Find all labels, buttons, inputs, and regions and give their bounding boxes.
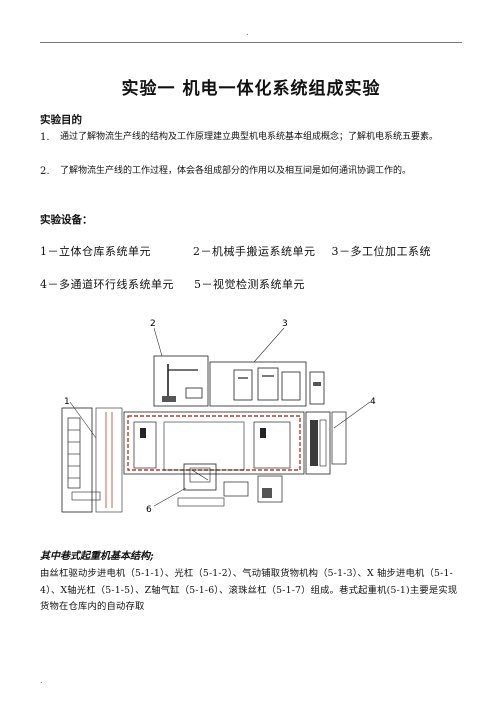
purpose-item-1-text: 通过了解物流生产线的结构及工作原理建立典型机电系统基本组成概念；了解机电系统五要…: [60, 132, 439, 142]
equipment-unit-1: 1－立体仓库系统单元: [40, 245, 151, 258]
diagram-leader-2: [153, 327, 163, 357]
machining-unit: [209, 361, 325, 407]
purpose-item-1: 1. 通过了解物流生产线的结构及工作原理建立典型机电系统基本组成概念；了解机电系…: [40, 130, 460, 145]
purpose-item-2: 2. 了解物流生产线的工作过程，体会各组成部分的作用以及相互间是如何通讯协调工作…: [40, 164, 460, 179]
equipment-line-2: 4－多通道环行线系统单元 5－视觉检测系统单元: [40, 276, 460, 292]
diagram-label-2: 2: [150, 319, 156, 329]
diagram-label-6: 6: [146, 505, 152, 515]
equipment-unit-4: 4－多通道环行线系统单元: [40, 278, 174, 291]
diagram-leader-6: [153, 487, 187, 507]
diagram-label-3: 3: [282, 319, 288, 329]
diagram-label-4: 4: [370, 397, 376, 407]
vision-inspection-unit: [177, 463, 283, 507]
equipment-line-1: 1－立体仓库系统单元 2－机械手搬运系统单元 3－多工位加工系统: [40, 243, 460, 259]
conveyor-loop: [123, 411, 347, 475]
logistics-line-diagram: 2 3 1 4 6: [61, 319, 376, 515]
purpose-item-1-number: 1.: [40, 132, 50, 143]
equipment-unit-2: 2－机械手搬运系统单元: [193, 245, 316, 258]
robot-handling-unit: [153, 355, 209, 407]
purpose-item-2-text: 了解物流生产线的工作过程，体会各组成部分的作用以及相互间是如何通讯协调工作的。: [60, 166, 412, 176]
header-rule: [40, 42, 462, 43]
structure-text: 由丝杠驱动步进电机（5-1-1）、光杠（5-1-2）、气动铺取货物机构（5-1-…: [40, 568, 458, 612]
equipment-unit-3: 3－多工位加工系统: [331, 245, 431, 258]
equipment-unit-5: 5－视觉检测系统单元: [194, 278, 305, 291]
diagram-leader-3: [253, 327, 285, 363]
purpose-heading: 实验目的: [40, 114, 82, 126]
header-dot: .: [246, 28, 249, 37]
structure-heading: 其中巷式起重机基本结构;: [40, 551, 154, 562]
warehouse-unit: [61, 407, 123, 513]
equipment-heading: 实验设备：: [40, 214, 93, 226]
page-title: 实验一 机电一体化系统组成实验: [121, 79, 381, 99]
purpose-item-2-number: 2.: [40, 166, 50, 177]
diagram-leader-4: [333, 401, 371, 429]
diagram-label-1: 1: [64, 397, 70, 407]
footer-dot: .: [40, 676, 43, 685]
